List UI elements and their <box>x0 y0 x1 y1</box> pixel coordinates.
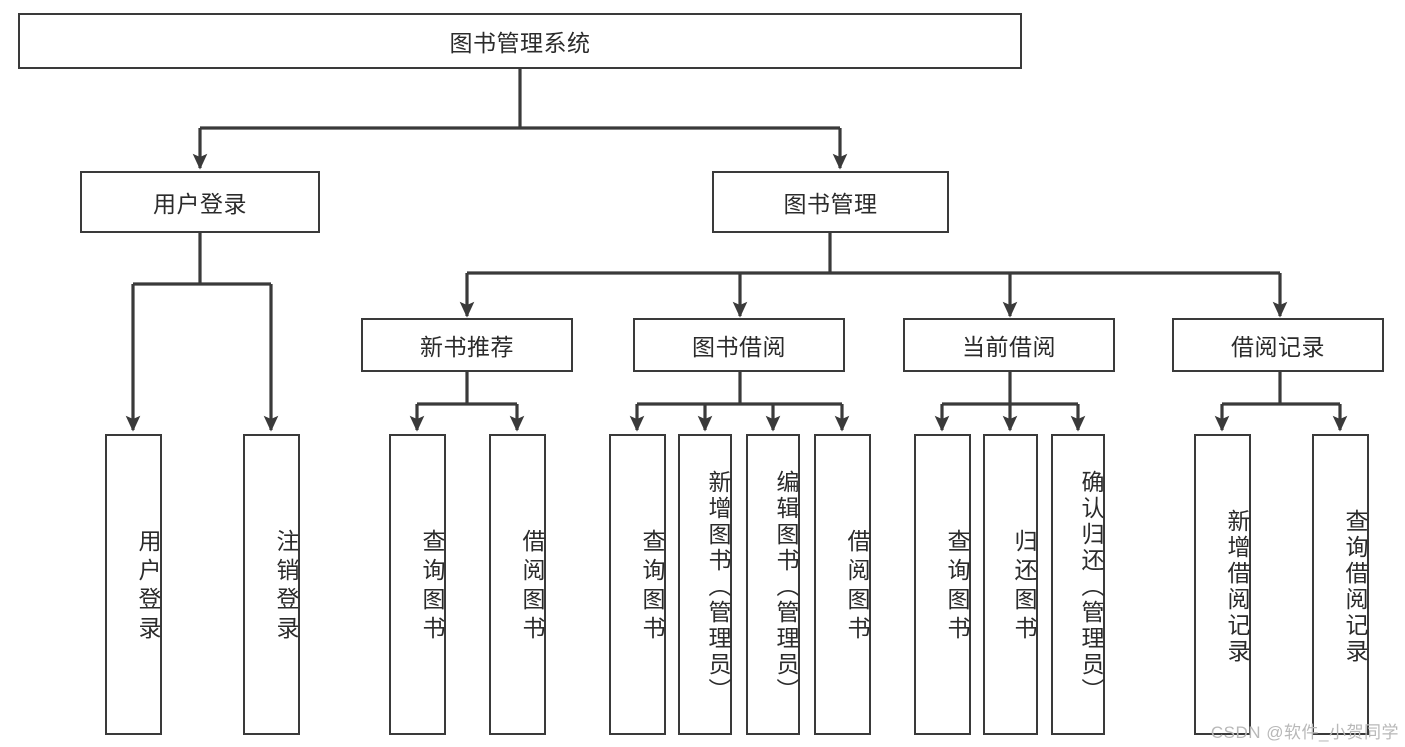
node-label: 用户登录 <box>135 528 161 645</box>
leaf-logout[interactable]: 注销登录 <box>243 434 300 735</box>
leaf-query-books-recommend[interactable]: 查询图书 <box>389 434 446 735</box>
leaf-add-book-admin[interactable]: 新增图书（管理员） <box>678 434 732 735</box>
leaf-borrow-books-borrow[interactable]: 借阅图书 <box>814 434 871 735</box>
node-label: 新书推荐 <box>420 334 514 360</box>
node-label: 借阅图书 <box>844 528 870 645</box>
leaf-query-books-borrow[interactable]: 查询图书 <box>609 434 666 735</box>
leaf-return-books[interactable]: 归还图书 <box>983 434 1038 735</box>
node-label: 查询图书 <box>944 528 970 645</box>
node-new-book-recommend[interactable]: 新书推荐 <box>361 318 573 372</box>
node-label: 查询图书 <box>639 528 665 645</box>
node-label: 借阅图书 <box>519 528 545 645</box>
leaf-borrow-books-recommend[interactable]: 借阅图书 <box>489 434 546 735</box>
node-label: 注销登录 <box>273 528 299 645</box>
node-label: 查询借阅记录 <box>1342 508 1368 665</box>
leaf-edit-book-admin[interactable]: 编辑图书（管理员） <box>746 434 800 735</box>
node-label: 图书管理 <box>783 191 878 217</box>
node-label: 新增借阅记录 <box>1224 508 1250 665</box>
node-label: 确认归还（管理员） <box>1078 469 1104 704</box>
node-label: 借阅记录 <box>1231 334 1325 360</box>
node-current-borrow[interactable]: 当前借阅 <box>903 318 1115 372</box>
node-label: 用户登录 <box>153 191 247 217</box>
node-label: 当前借阅 <box>962 334 1056 360</box>
node-label: 图书管理系统 <box>449 30 591 56</box>
watermark: CSDN @软件_小贺同学 <box>1210 723 1399 742</box>
leaf-confirm-return-admin[interactable]: 确认归还（管理员） <box>1051 434 1105 735</box>
node-user-login[interactable]: 用户登录 <box>80 171 320 233</box>
node-book-borrow[interactable]: 图书借阅 <box>633 318 845 372</box>
node-label: 归还图书 <box>1011 528 1037 645</box>
node-label: 编辑图书（管理员） <box>773 469 799 704</box>
node-label: 新增图书（管理员） <box>705 469 731 704</box>
node-label: 图书借阅 <box>692 334 786 360</box>
leaf-add-borrow-record[interactable]: 新增借阅记录 <box>1194 434 1251 735</box>
node-book-management[interactable]: 图书管理 <box>712 171 949 233</box>
node-borrow-record[interactable]: 借阅记录 <box>1172 318 1384 372</box>
node-label: 查询图书 <box>419 528 445 645</box>
node-root-book-management-system[interactable]: 图书管理系统 <box>18 13 1022 69</box>
leaf-query-books-current[interactable]: 查询图书 <box>914 434 971 735</box>
leaf-user-login[interactable]: 用户登录 <box>105 434 162 735</box>
leaf-query-borrow-record[interactable]: 查询借阅记录 <box>1312 434 1369 735</box>
